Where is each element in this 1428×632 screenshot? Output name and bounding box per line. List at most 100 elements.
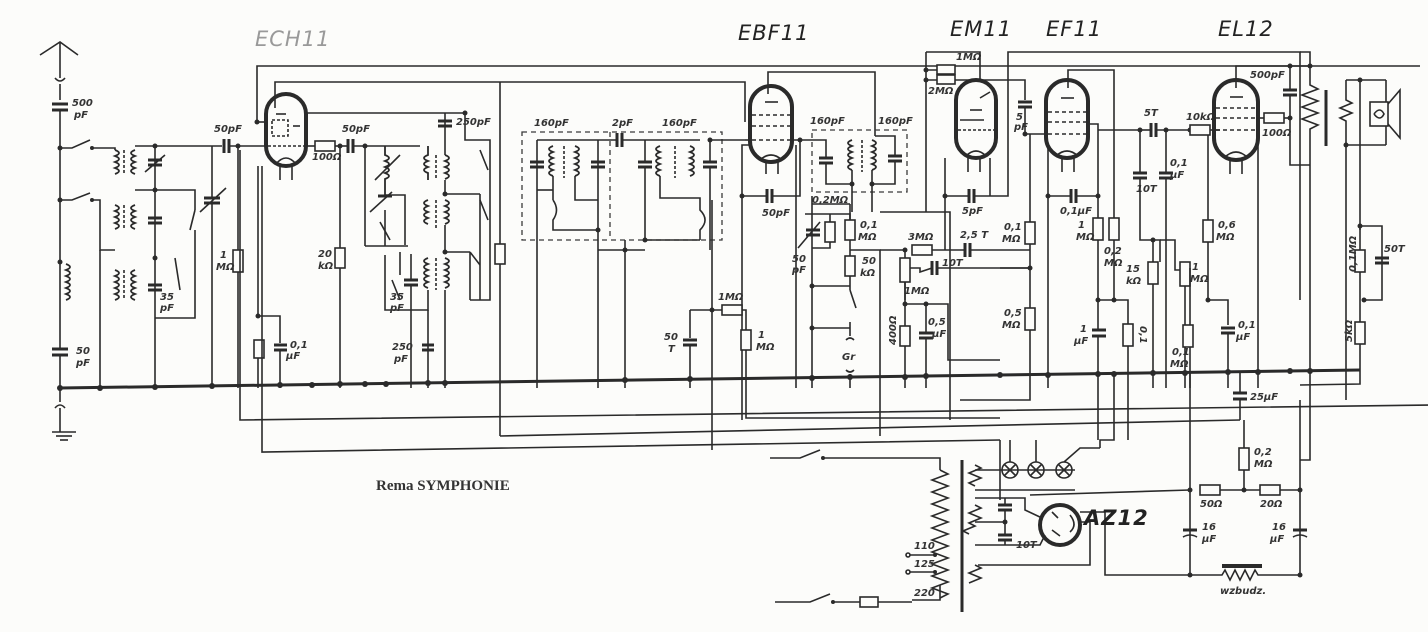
label-01m-ef-unit: MΩ [1002, 234, 1021, 245]
label-35pf-osc-value: 35 [390, 292, 404, 303]
label-50k-value: 50 [862, 256, 876, 267]
label-06m-unit: MΩ [1216, 232, 1235, 243]
label-20k-value: 20 [318, 249, 332, 260]
ground-icon [52, 388, 76, 441]
label-50t-feedback: 50T [1384, 244, 1406, 255]
resistor-screen [494, 243, 506, 265]
label-10t: 10T [1136, 184, 1158, 195]
tube-ech11 [264, 92, 308, 180]
label-3m: 3MΩ [908, 232, 934, 243]
rectifier-az12 [975, 489, 1191, 576]
label-25uf: 25μF [1250, 392, 1278, 403]
tube-el12 [1212, 78, 1260, 174]
label-1m-value: 1 [220, 250, 227, 261]
label-if1-160pf-b: 160pF [662, 118, 697, 129]
grid-resistor-1m [232, 249, 244, 273]
resistor-05m-ef [1024, 307, 1036, 331]
label-50ohm: 50Ω [1200, 499, 1223, 510]
resistor-1m-em [936, 64, 956, 75]
resistor-06m [1202, 219, 1214, 243]
label-if2-160pf-a: 160pF [810, 116, 845, 127]
tube-label-ef11: EF11 [1046, 17, 1102, 41]
band-switch-input [60, 139, 94, 202]
label-250pf-bot-value: 250 [392, 342, 413, 353]
label-1m-avc2-unit: MΩ [756, 342, 775, 353]
label-25t: 2,5 T [960, 230, 989, 241]
resistor-5k [1354, 321, 1366, 345]
resistor-15k [1147, 261, 1159, 285]
if-transformer-1 [521, 131, 745, 388]
label-if2-160pf-b: 160pF [878, 116, 913, 127]
label-cathode-cap-value: 0,1 [290, 340, 308, 351]
filter-capacitor-2 [1292, 528, 1308, 538]
label-5k: 5kΩ [1344, 319, 1355, 342]
label-ebf-50pf: 50pF [762, 208, 790, 219]
rectifier-caps [975, 498, 1012, 545]
label-01m-ef2-value: 0,1 [1137, 326, 1148, 344]
ground-bus-junctions [57, 368, 1313, 391]
resistor-1m-avc2 [740, 329, 752, 351]
label-100ohm-el: 100Ω [1262, 128, 1292, 139]
label-1m-unit: MΩ [216, 262, 235, 273]
field-coil [1187, 564, 1303, 582]
label-05uf-unit: μF [931, 329, 946, 340]
label-pot-1m-tone-value: 1 [1192, 262, 1199, 273]
label-16uf-a-value: 16 [1202, 522, 1216, 533]
label-50pf-ebf2-value: 50 [792, 254, 806, 265]
resistor-02m [824, 221, 836, 243]
label-400ohm: 400Ω [888, 315, 899, 346]
label-01uf-tone2-unit: μF [1235, 332, 1250, 343]
tube-ebf11 [748, 84, 794, 174]
ground-bus [59, 368, 1361, 390]
oscillator-coil-set [362, 110, 491, 388]
cathode-resistor [253, 339, 265, 359]
label-50t-value: 50 [664, 332, 678, 343]
label-06m-value: 0,6 [1218, 220, 1236, 231]
label-gr: Gr [842, 352, 856, 363]
label-5pf-ef-unit: pF [1013, 122, 1028, 133]
ground-capacitor [52, 347, 68, 388]
label-01m-tone-unit: MΩ [1170, 359, 1189, 370]
tube-label-az12: AZ12 [1082, 506, 1149, 530]
resistor-10k [1189, 124, 1211, 136]
tube-label-ech11: ECH11 [255, 27, 330, 51]
label-20ohm: 20Ω [1260, 499, 1283, 510]
label-05m-ef-value: 0,5 [1004, 308, 1022, 319]
filter-capacitor-1 [1182, 528, 1198, 538]
label-35pf-osc-unit: pF [389, 303, 404, 314]
mains-input-fuse [775, 593, 912, 608]
label-35pf-left-value: 35 [160, 292, 174, 303]
tone-potentiometer [1179, 261, 1191, 287]
resistor-1m-avc [721, 304, 743, 316]
tube-label-ebf11: EBF11 [738, 21, 809, 45]
tube-label-el12: EL12 [1218, 17, 1274, 41]
label-01uf-ef: 0,1μF [1060, 206, 1092, 217]
label-pot-1m: 1MΩ [904, 286, 930, 297]
resistor-50ohm [1199, 484, 1221, 496]
tuning-capacitor [199, 146, 227, 388]
label-1uf-unit: μF [1073, 336, 1088, 347]
if-transformer-2 [800, 129, 908, 212]
label-10t-ps: 10T [1016, 540, 1038, 551]
label-100ohm: 100Ω [312, 152, 342, 163]
label-50t-unit: T [668, 344, 676, 355]
label-35pf-left-unit: pF [159, 303, 174, 314]
label-1m-avc2-value: 1 [758, 330, 765, 341]
resistor-2m-em [936, 74, 956, 85]
resistor-01m-ef [1024, 221, 1036, 245]
antenna-capacitor [52, 102, 68, 148]
label-01m-ef-value: 0,1 [1004, 222, 1022, 233]
resistor-20ohm [1259, 484, 1281, 496]
diagram-title: Rema SYMPHONIE [376, 478, 510, 494]
label-01uf-tone-unit: μF [1169, 170, 1184, 181]
label-220v: 220 [914, 588, 935, 599]
label-cathode-cap-unit: μF [285, 351, 300, 362]
tube-label-em11: EM11 [950, 17, 1012, 41]
resistor-100ohm [314, 140, 336, 152]
label-wzbudz: wzbudz. [1220, 586, 1266, 597]
label-1m-ef-value: 1 [1078, 220, 1085, 231]
label-05uf-value: 0,5 [928, 317, 946, 328]
label-01m-tone-value: 0,1 [1172, 347, 1190, 358]
label-02m-ps-value: 0,2 [1254, 447, 1272, 458]
label-5t: 5T [1144, 108, 1159, 119]
